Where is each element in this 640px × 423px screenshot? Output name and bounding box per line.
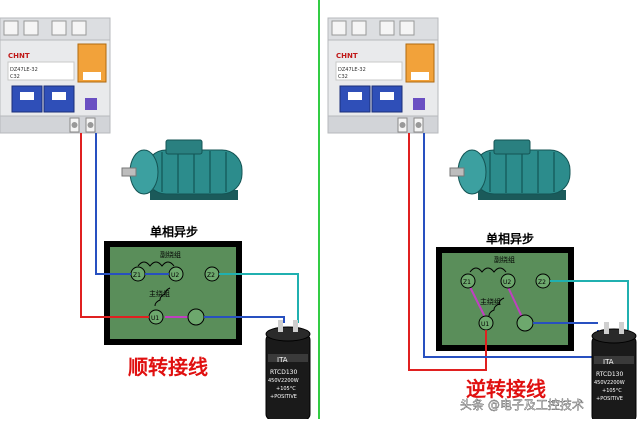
aux-winding-label-left: 副绕组	[160, 250, 181, 259]
terminal-u2-left: U2	[171, 272, 179, 279]
breaker-model-right: DZ47LE-32	[338, 67, 366, 73]
cap-model-left: RTCD130	[270, 369, 297, 376]
terminal-u2-right: U2	[503, 279, 511, 286]
aux-wire-right	[550, 280, 629, 330]
left-diagram: CHNT DZ47LE-32 C32 单相异步 副绕组 主绕组 Z1 U2 Z2…	[0, 17, 311, 421]
main-winding-label-left: 主绕组	[149, 289, 170, 298]
motor-title-right: 单相异步	[486, 231, 534, 246]
main-winding-label-right: 主绕组	[480, 297, 501, 306]
cap-voltage-right: 450V2200W	[594, 380, 625, 386]
terminal-u1-right: U1	[481, 321, 489, 328]
cap-polarity-right: +POSITIVE	[596, 396, 623, 402]
jumper-right-a	[469, 286, 486, 318]
motor-title-left: 单相异步	[150, 224, 198, 239]
aux-wire-left	[219, 273, 299, 323]
live-wire-left	[80, 133, 149, 318]
motor-right	[449, 139, 571, 201]
breaker-rating-right: C32	[338, 74, 348, 80]
live-wire-right	[408, 133, 487, 371]
cap-polarity-left: +POSITIVE	[270, 394, 297, 400]
neutral-wire-left	[95, 133, 131, 275]
jumper-right-b	[507, 286, 523, 318]
caption-forward: 顺转接线	[128, 355, 208, 379]
terminal-z2-left: Z2	[207, 272, 215, 279]
breaker-brand-right: CHNT	[336, 52, 358, 60]
caption-reverse: 逆转接线	[466, 377, 546, 401]
breaker-rating-left: C32	[10, 74, 20, 80]
right-diagram: CHNT DZ47LE-32 C32 单相异步 副绕组 主绕组 Z1 U2 Z2…	[327, 17, 637, 423]
cap-temp-right: +105°C	[602, 388, 622, 394]
terminal-z1-right: Z1	[463, 279, 471, 286]
aux-winding-label-right: 副绕组	[494, 255, 515, 264]
cap-brand-right: ITA	[603, 358, 614, 366]
terminal-z2-right: Z2	[538, 279, 546, 286]
cap-temp-left: +105°C	[276, 386, 296, 392]
terminal-u1-left: U1	[151, 315, 159, 322]
motor-left	[121, 139, 243, 201]
watermark: 头条 @电子及工控技术	[460, 398, 584, 412]
breaker-brand-left: CHNT	[8, 52, 30, 60]
terminal-z1-left: Z1	[133, 272, 141, 279]
cap-model-right: RTCD130	[596, 371, 623, 378]
cap-voltage-left: 450V2200W	[268, 378, 299, 384]
breaker-model-left: DZ47LE-32	[10, 67, 38, 73]
cap-brand-left: ITA	[277, 356, 288, 364]
